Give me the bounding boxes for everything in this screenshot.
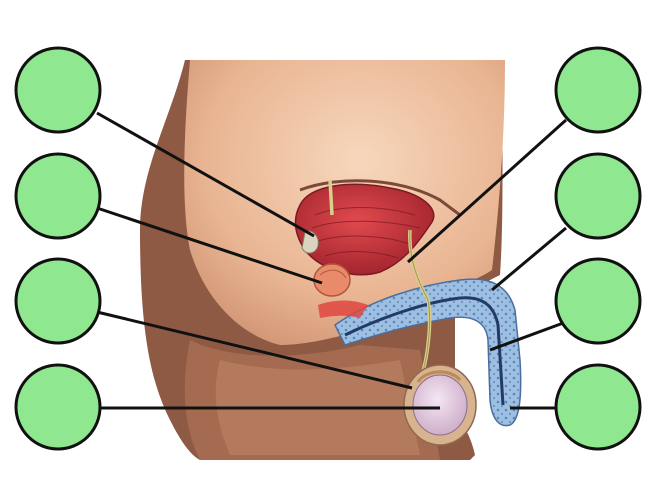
pelvic-floor <box>318 300 368 318</box>
bladder-muscle-lines <box>311 207 421 259</box>
label-circle-right-2[interactable] <box>554 152 642 240</box>
testis <box>412 374 468 436</box>
label-circles <box>14 46 642 451</box>
label-circle-left-3[interactable] <box>14 257 102 345</box>
leader-line-left-1 <box>96 111 315 238</box>
label-circle-right-1[interactable] <box>554 46 642 134</box>
leader-line-right-3 <box>489 320 567 352</box>
leader-lines <box>96 111 568 410</box>
seminal-vesicle <box>301 230 319 254</box>
label-circle-left-4[interactable] <box>14 363 102 451</box>
label-circle-left-1[interactable] <box>14 46 102 134</box>
leader-line-right-1 <box>406 118 568 264</box>
label-circle-right-4[interactable] <box>554 363 642 451</box>
label-circle-left-2[interactable] <box>14 152 102 240</box>
urethra <box>344 296 505 406</box>
prostate-detail <box>319 269 347 279</box>
epididymis <box>416 370 462 383</box>
abdominal-wall <box>299 179 461 217</box>
leader-line-left-3 <box>96 310 413 390</box>
spongy-tissue <box>334 278 522 427</box>
prostate <box>313 263 351 297</box>
leader-line-left-2 <box>96 206 323 285</box>
label-circle-right-3[interactable] <box>554 257 642 345</box>
leader-line-right-2 <box>491 226 567 292</box>
